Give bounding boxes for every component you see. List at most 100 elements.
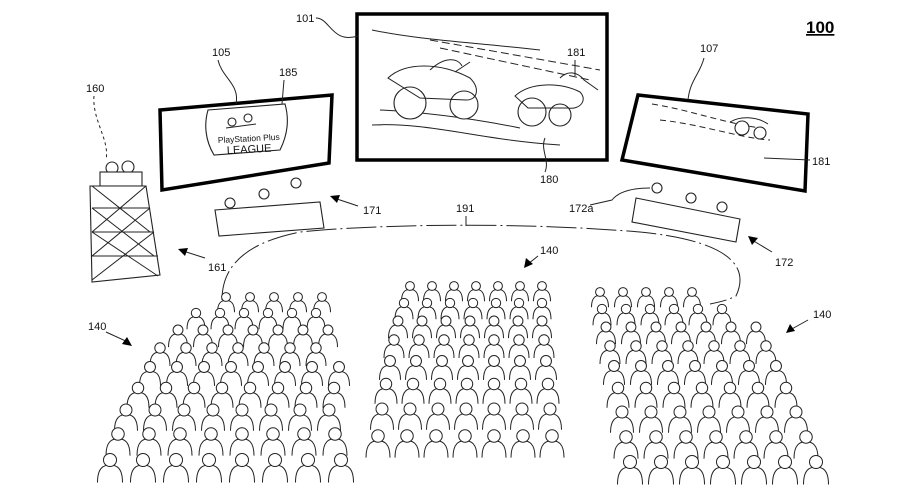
audience-member-icon bbox=[535, 355, 557, 380]
audience-member-icon bbox=[259, 403, 283, 431]
audience-member-icon bbox=[643, 430, 669, 459]
audience-member-icon bbox=[640, 303, 660, 326]
audience-member-icon bbox=[746, 381, 770, 408]
label-left-device: 171 bbox=[363, 205, 381, 217]
audience-member-icon bbox=[306, 307, 326, 330]
motorcycle-rider-right-icon bbox=[514, 72, 599, 127]
audience-member-icon bbox=[803, 455, 829, 485]
audience-member-icon bbox=[510, 402, 534, 430]
audience-member-icon bbox=[606, 381, 630, 408]
audience-member-icon bbox=[130, 453, 156, 483]
audience-member-icon bbox=[463, 297, 483, 320]
label-left-screen: 105 bbox=[212, 47, 230, 59]
audience-crowd-center bbox=[365, 281, 565, 458]
audience-member-icon bbox=[741, 455, 767, 485]
audience-member-icon bbox=[238, 381, 262, 408]
audience-member-icon bbox=[483, 334, 505, 359]
audience-member-icon bbox=[599, 340, 621, 365]
audience-member-icon bbox=[664, 303, 684, 326]
label-audience-center: 140 bbox=[540, 245, 558, 257]
audience-member-icon bbox=[511, 281, 529, 302]
label-logo: 185 bbox=[279, 67, 297, 79]
audience-member-icon bbox=[668, 405, 692, 433]
audience-member-icon bbox=[532, 315, 552, 339]
audience-member-icon bbox=[229, 453, 255, 483]
audience-member-icon bbox=[243, 324, 263, 348]
audience-member-icon bbox=[639, 405, 663, 433]
audience-member-icon bbox=[765, 360, 787, 385]
audience-member-icon bbox=[508, 315, 528, 339]
audience-member-icon bbox=[467, 281, 485, 302]
audience-member-icon bbox=[97, 453, 123, 483]
audience-crowd-left bbox=[97, 292, 354, 483]
audience-member-icon bbox=[172, 403, 196, 431]
audience-member-icon bbox=[175, 342, 197, 367]
audience-member-icon bbox=[532, 297, 552, 320]
audience-member-icon bbox=[774, 381, 798, 408]
audience-member-icon bbox=[218, 324, 238, 348]
audience-member-icon bbox=[258, 307, 278, 330]
audience-member-icon bbox=[634, 381, 658, 408]
audience-member-icon bbox=[431, 355, 453, 380]
audience-member-icon bbox=[729, 340, 751, 365]
audience-member-icon bbox=[383, 334, 405, 359]
esports-league-logo: PlayStation Plus LEAGUE bbox=[205, 103, 288, 157]
audience-member-icon bbox=[193, 361, 215, 386]
audience-member-icon bbox=[603, 360, 625, 385]
audience-member-icon bbox=[710, 455, 736, 485]
audience-member-icon bbox=[538, 402, 562, 430]
audience-member-icon bbox=[163, 453, 189, 483]
audience-member-icon bbox=[227, 342, 249, 367]
audience-member-icon bbox=[436, 315, 456, 339]
audience-member-icon bbox=[374, 377, 398, 404]
audience-member-icon bbox=[379, 355, 401, 380]
audience-member-icon bbox=[733, 430, 759, 459]
audience-member-icon bbox=[688, 303, 708, 326]
label-right-device: 172 bbox=[775, 257, 793, 269]
audience-member-icon bbox=[210, 381, 234, 408]
audience-member-icon bbox=[483, 355, 505, 380]
label-rider-right: 181 bbox=[812, 156, 830, 168]
motorcycle-rider-left-icon bbox=[387, 59, 479, 120]
audience-member-icon bbox=[433, 334, 455, 359]
audience-member-icon bbox=[166, 361, 188, 386]
audience-member-icon bbox=[482, 377, 506, 404]
audience-member-icon bbox=[428, 377, 452, 404]
audience-member-icon bbox=[746, 321, 766, 345]
audience-member-icon bbox=[139, 361, 161, 386]
audience-member-icon bbox=[260, 427, 286, 456]
audience-member-icon bbox=[772, 455, 798, 485]
audience-member-icon bbox=[460, 315, 480, 339]
audience-member-icon bbox=[533, 334, 555, 359]
audience-member-icon bbox=[613, 430, 639, 459]
audience-member-icon bbox=[452, 429, 478, 458]
right-sensor-bar bbox=[631, 182, 741, 243]
audience-member-icon bbox=[690, 381, 714, 408]
audience-member-icon bbox=[536, 377, 560, 404]
network-connection-line bbox=[221, 224, 741, 305]
audience-member-icon bbox=[718, 381, 742, 408]
figure-number: 100 bbox=[806, 18, 834, 37]
motorcycle-rider-right-screen-icon bbox=[729, 117, 769, 140]
audience-member-icon bbox=[630, 360, 652, 385]
main-display-screen bbox=[355, 12, 609, 162]
label-right-screen: 107 bbox=[700, 43, 718, 55]
audience-member-icon bbox=[703, 430, 729, 459]
audience-member-icon bbox=[684, 360, 706, 385]
audience-member-icon bbox=[610, 405, 634, 433]
audience-member-icon bbox=[268, 324, 288, 348]
audience-member-icon bbox=[182, 381, 206, 408]
label-main-screen: 101 bbox=[296, 13, 314, 25]
label-tower: 160 bbox=[86, 83, 104, 95]
audience-member-icon bbox=[489, 281, 507, 302]
audience-member-icon bbox=[482, 402, 506, 430]
audience-member-icon bbox=[509, 297, 529, 320]
audience-member-icon bbox=[712, 303, 732, 326]
audience-member-icon bbox=[193, 324, 213, 348]
audience-member-icon bbox=[328, 361, 350, 386]
audience-member-icon bbox=[198, 427, 224, 456]
audience-member-icon bbox=[458, 334, 480, 359]
audience-member-icon bbox=[784, 405, 808, 433]
audience-member-icon bbox=[196, 453, 222, 483]
